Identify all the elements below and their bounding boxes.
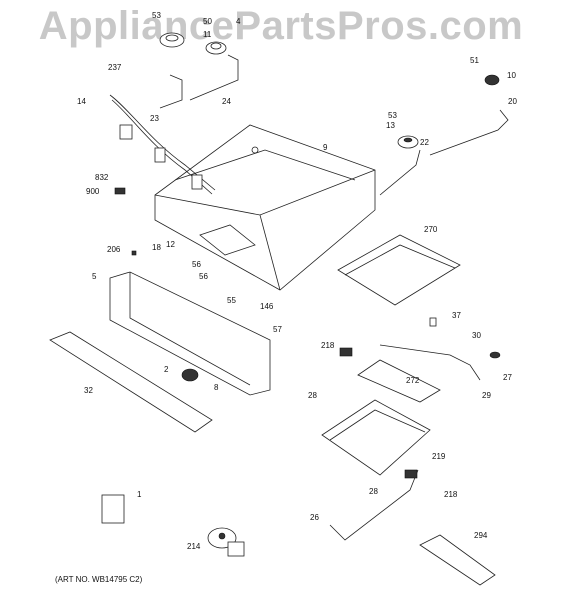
callout-34: 32 (84, 386, 93, 395)
callout-26: 57 (273, 325, 282, 334)
callout-35: 28 (308, 391, 317, 400)
gas-manifold (109, 94, 216, 195)
callout-11: 53 (388, 111, 397, 120)
manual-1 (101, 494, 125, 524)
callout-4: 237 (108, 63, 122, 72)
igniter-218b (404, 469, 418, 479)
trim-32 (49, 331, 213, 433)
art-number: (ART NO. WB14795 C2) (55, 575, 143, 584)
tube-22 (379, 149, 421, 196)
burner-53-left (159, 32, 185, 48)
callout-28: 218 (321, 341, 335, 350)
tube-23 (159, 74, 183, 109)
callout-40: 218 (444, 490, 458, 499)
tube-24 (189, 54, 239, 101)
callout-42: 214 (187, 542, 201, 551)
callout-5: 24 (222, 97, 231, 106)
callout-labels: 53 50 4 11 237 24 14 23 51 10 20 53 13 2… (77, 11, 517, 551)
callout-3: 11 (203, 30, 212, 39)
watermark-logo: AppliancePartsPros.com (38, 4, 524, 48)
callout-32: 2 (164, 365, 169, 374)
burner-10 (484, 74, 500, 86)
callout-19: 12 (166, 240, 175, 249)
callout-36: 29 (482, 391, 491, 400)
callout-43: 294 (474, 531, 488, 540)
shield-270 (337, 234, 461, 306)
callout-18: 18 (152, 243, 161, 252)
callout-9: 10 (507, 71, 516, 80)
knob-2 (181, 368, 199, 382)
callout-16: 900 (86, 187, 100, 196)
screw-206 (131, 250, 137, 256)
callout-30: 272 (406, 376, 420, 385)
tube-26 (329, 469, 419, 541)
callout-13: 22 (420, 138, 429, 147)
callout-23: 5 (92, 272, 97, 281)
callout-38: 1 (137, 490, 142, 499)
callout-27: 37 (452, 311, 461, 320)
burner-13 (397, 135, 419, 149)
tube-20 (429, 109, 509, 156)
callout-20: 56 (192, 260, 201, 269)
callout-17: 206 (107, 245, 121, 254)
callout-33: 8 (214, 383, 219, 392)
callout-8: 51 (470, 56, 479, 65)
valve-214 (207, 527, 245, 557)
shield-219 (321, 399, 431, 476)
burner-50 (205, 41, 227, 55)
clip-900 (114, 187, 126, 195)
callout-41: 26 (310, 513, 319, 522)
tube-30 (379, 344, 481, 381)
callout-12: 13 (386, 121, 395, 130)
igniter-218a (339, 347, 353, 357)
callout-0: 53 (152, 11, 161, 20)
callout-7: 23 (150, 114, 159, 123)
callout-37: 219 (432, 452, 446, 461)
callout-22: 270 (424, 225, 438, 234)
callout-6: 14 (77, 97, 86, 106)
bracket-272 (357, 359, 441, 403)
callout-14: 9 (323, 143, 328, 152)
callout-24: 55 (227, 296, 236, 305)
callout-10: 20 (508, 97, 517, 106)
callout-39: 28 (369, 487, 378, 496)
callout-29: 30 (472, 331, 481, 340)
burner-box (154, 124, 376, 291)
callout-2: 4 (236, 17, 241, 26)
callout-31: 27 (503, 373, 512, 382)
clip-37 (429, 317, 437, 327)
callout-15: 832 (95, 173, 109, 182)
callout-21: 56 (199, 272, 208, 281)
callout-1: 50 (203, 17, 212, 26)
callout-25: 146 (260, 302, 274, 311)
bracket-294 (419, 534, 496, 586)
